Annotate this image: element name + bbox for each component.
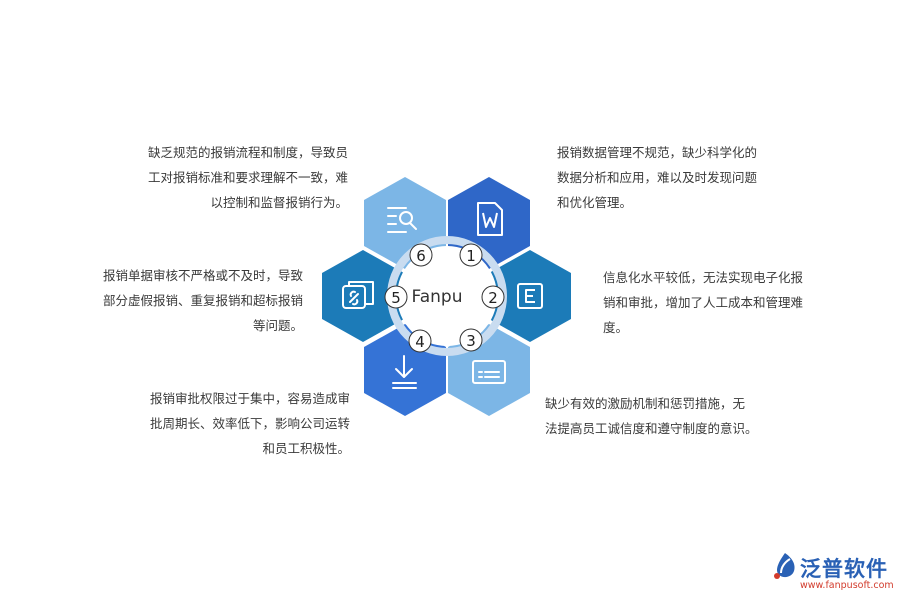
description-4-line-1: 报销审批权限过于集中，容易造成审 xyxy=(149,391,350,406)
description-5: 报销单据审核不严格或不及时，导致 部分虚假报销、重复报销和超标报销 等问题。 xyxy=(103,263,303,338)
description-5-line-2: 部分虚假报销、重复报销和超标报销 xyxy=(102,293,303,308)
description-3-line-1: 缺少有效的激励机制和惩罚措施，无 xyxy=(545,396,746,411)
description-6: 缺乏规范的报销流程和制度，导致员 工对报销标准和要求理解不一致，难 以控制和监督… xyxy=(148,140,348,215)
link-icon xyxy=(342,281,374,309)
number-badge-1: 1 xyxy=(459,243,483,267)
center-circle xyxy=(397,246,497,346)
download-icon xyxy=(392,355,417,389)
description-4: 报销审批权限过于集中，容易造成审 批周期长、效率低下，影响公司运转 和员工积极性… xyxy=(150,386,350,461)
description-5-line-3: 等问题。 xyxy=(252,318,303,333)
hex-5 xyxy=(322,250,404,342)
description-2-line-1: 信息化水平较低，无法实现电子化报 xyxy=(603,270,804,285)
number-2: 2 xyxy=(488,289,498,307)
logo-brand: 泛普软件 xyxy=(800,557,888,581)
description-2-line-3: 度。 xyxy=(603,320,629,335)
number-badge-6: 6 xyxy=(409,243,433,267)
description-1: 报销数据管理不规范，缺少科学化的 数据分析和应用，难以及时发现问题 和优化管理。 xyxy=(557,140,757,215)
description-6-line-1: 缺乏规范的报销流程和制度，导致员 xyxy=(147,145,348,160)
number-badge-5: 5 xyxy=(384,285,408,309)
description-1-line-2: 数据分析和应用，难以及时发现问题 xyxy=(557,170,758,185)
number-3: 3 xyxy=(466,332,476,350)
form-icon xyxy=(472,360,506,384)
word-doc-icon xyxy=(477,202,503,236)
number-6: 6 xyxy=(416,247,426,265)
description-3-line-2: 法提高员工诚信度和遵守制度的意识。 xyxy=(545,421,758,436)
center-label: Fanpu xyxy=(412,287,463,307)
number-badge-2: 2 xyxy=(481,285,505,309)
fanpu-logo: 泛普软件 www.fanpusoft.com xyxy=(772,550,894,596)
description-2-line-2: 销和审批，增加了人工成本和管理难 xyxy=(603,295,804,310)
number-4: 4 xyxy=(415,333,425,351)
description-6-line-2: 工对报销标准和要求理解不一致，难 xyxy=(147,170,348,185)
description-1-line-1: 报销数据管理不规范，缺少科学化的 xyxy=(557,145,758,160)
description-6-line-3: 以控制和监督报销行为。 xyxy=(210,195,348,210)
number-5: 5 xyxy=(391,289,401,307)
number-badge-4: 4 xyxy=(408,329,432,353)
fanpu-logo-icon xyxy=(774,553,795,579)
number-1: 1 xyxy=(466,247,476,265)
description-3: 缺少有效的激励机制和惩罚措施，无 法提高员工诚信度和遵守制度的意识。 xyxy=(545,391,758,441)
number-badge-3: 3 xyxy=(459,328,483,352)
logo-url: www.fanpusoft.com xyxy=(800,580,894,591)
search-list-icon xyxy=(387,207,417,233)
description-2: 信息化水平较低，无法实现电子化报 销和审批，增加了人工成本和管理难 度。 xyxy=(603,265,803,340)
letter-e-icon xyxy=(517,283,543,309)
description-4-line-2: 批周期长、效率低下，影响公司运转 xyxy=(149,416,350,431)
description-1-line-3: 和优化管理。 xyxy=(557,195,633,210)
description-4-line-3: 和员工积极性。 xyxy=(262,441,350,456)
description-5-line-1: 报销单据审核不严格或不及时，导致 xyxy=(102,268,303,283)
